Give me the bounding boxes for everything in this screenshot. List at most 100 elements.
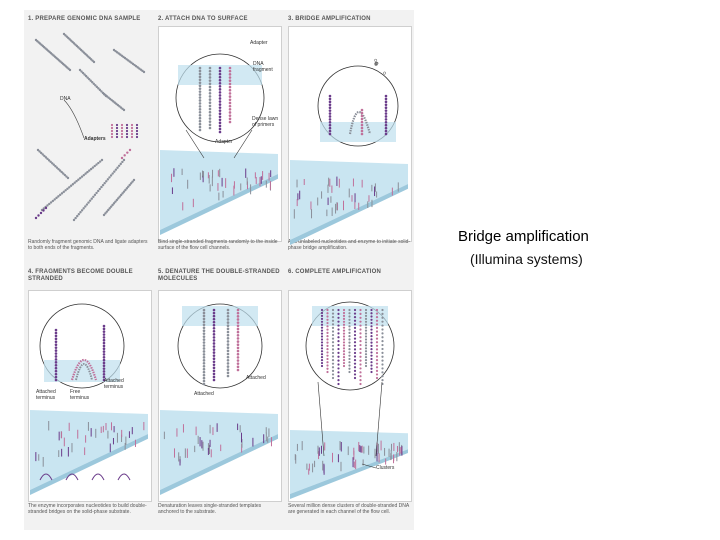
cluster-strand <box>364 359 368 362</box>
bound-fragment <box>228 104 232 108</box>
bridge-small <box>91 473 105 481</box>
cluster-strand <box>342 335 346 338</box>
ds-strand <box>54 331 58 335</box>
cluster-strand <box>375 326 379 329</box>
bridge-arc <box>348 111 372 135</box>
cluster-strand <box>381 312 384 315</box>
cluster-strand <box>359 355 362 358</box>
adapter-bead <box>34 216 38 220</box>
dna-fragment <box>49 160 52 163</box>
ligated-fragment <box>80 209 84 212</box>
cluster-strand <box>370 348 373 351</box>
ligated-fragment <box>104 212 107 215</box>
bound-fragment <box>218 97 222 100</box>
cluster-strand <box>364 341 368 344</box>
cluster-strand <box>359 379 362 382</box>
cluster-strand <box>375 337 379 340</box>
ds-strand <box>54 358 58 361</box>
cluster-strand <box>348 335 351 338</box>
bound-fragment <box>198 90 202 93</box>
adapter-bead <box>110 126 114 130</box>
bound-fragment <box>208 82 212 86</box>
ligated-fragment <box>90 197 93 200</box>
cluster-strand <box>370 338 373 341</box>
bound-fragment <box>208 69 212 73</box>
bridge-strand <box>328 109 332 112</box>
cluster-strand <box>342 338 346 341</box>
cluster-strand <box>381 343 384 347</box>
bound-fragment <box>208 85 212 89</box>
cluster-strand <box>348 328 351 331</box>
adapter-bead <box>135 126 139 130</box>
cluster-strand <box>370 331 373 334</box>
adapter-bead <box>120 126 124 130</box>
cluster-strand <box>359 332 362 335</box>
cluster-strand <box>326 312 329 315</box>
ss-template <box>226 355 230 359</box>
cluster-strand <box>359 343 362 347</box>
cluster-strand <box>375 323 379 326</box>
ss-template <box>212 351 216 354</box>
bound-fragment <box>218 130 222 134</box>
flowcell-surface-edge <box>160 174 278 235</box>
dna-fragment <box>80 70 83 73</box>
adapter-bead <box>123 154 126 157</box>
ds-strand <box>102 330 106 333</box>
cluster-strand <box>375 373 379 376</box>
ss-template <box>212 345 216 348</box>
panel-title-3: 3. BRIDGE AMPLIFICATION <box>288 16 371 22</box>
cluster-strand <box>375 319 379 322</box>
dna-fragment <box>60 170 63 174</box>
cluster-strand <box>375 344 379 347</box>
ligated-fragment <box>98 187 102 191</box>
cluster-strand <box>331 319 335 322</box>
ligated-fragment <box>75 180 78 183</box>
cluster-strand <box>348 325 351 328</box>
dna-fragment <box>51 162 54 165</box>
ss-template <box>226 368 230 372</box>
cluster-strand <box>337 355 340 358</box>
cluster-strand <box>348 361 351 364</box>
cluster-strand <box>326 357 329 361</box>
bound-fragment <box>218 127 222 131</box>
adapter-bead <box>115 129 119 133</box>
ds-strand <box>54 378 58 382</box>
slide-subtitle: (Illumina systems) <box>470 251 583 267</box>
ligated-fragment <box>116 166 119 169</box>
ligated-fragment <box>60 192 64 195</box>
ss-template <box>226 324 230 328</box>
cluster-strand <box>381 340 384 343</box>
cluster-strand <box>331 323 335 326</box>
bridge-strand <box>360 126 364 130</box>
cluster-strand <box>337 312 340 315</box>
bound-fragment <box>228 98 232 102</box>
bridge-arc <box>70 358 98 381</box>
ligated-fragment <box>106 178 110 181</box>
ligated-fragment <box>79 211 82 214</box>
ss-template <box>236 340 240 343</box>
bridge-strand <box>328 103 332 107</box>
cluster-strand <box>326 308 329 312</box>
zoom-line <box>233 129 253 159</box>
ss-template <box>226 311 230 315</box>
cluster-strand <box>331 373 335 376</box>
cluster-strand <box>375 366 379 369</box>
cluster-strand <box>381 328 384 331</box>
cluster-strand <box>364 344 368 347</box>
ligated-fragment <box>85 203 89 206</box>
adapter-bead <box>125 132 129 136</box>
ss-template <box>226 352 230 356</box>
cluster-strand <box>348 354 351 357</box>
ss-template <box>212 369 216 373</box>
ss-template <box>212 317 216 321</box>
bound-fragment <box>198 108 202 111</box>
bound-fragment <box>208 76 212 79</box>
ss-template <box>226 349 230 353</box>
ligated-fragment <box>108 207 111 210</box>
flowcell-surface-edge <box>290 449 408 499</box>
ss-template <box>226 362 230 365</box>
cluster-strand <box>359 336 362 339</box>
ligated-fragment <box>77 212 81 216</box>
ligated-fragment <box>129 182 133 185</box>
bound-fragment <box>198 105 202 108</box>
